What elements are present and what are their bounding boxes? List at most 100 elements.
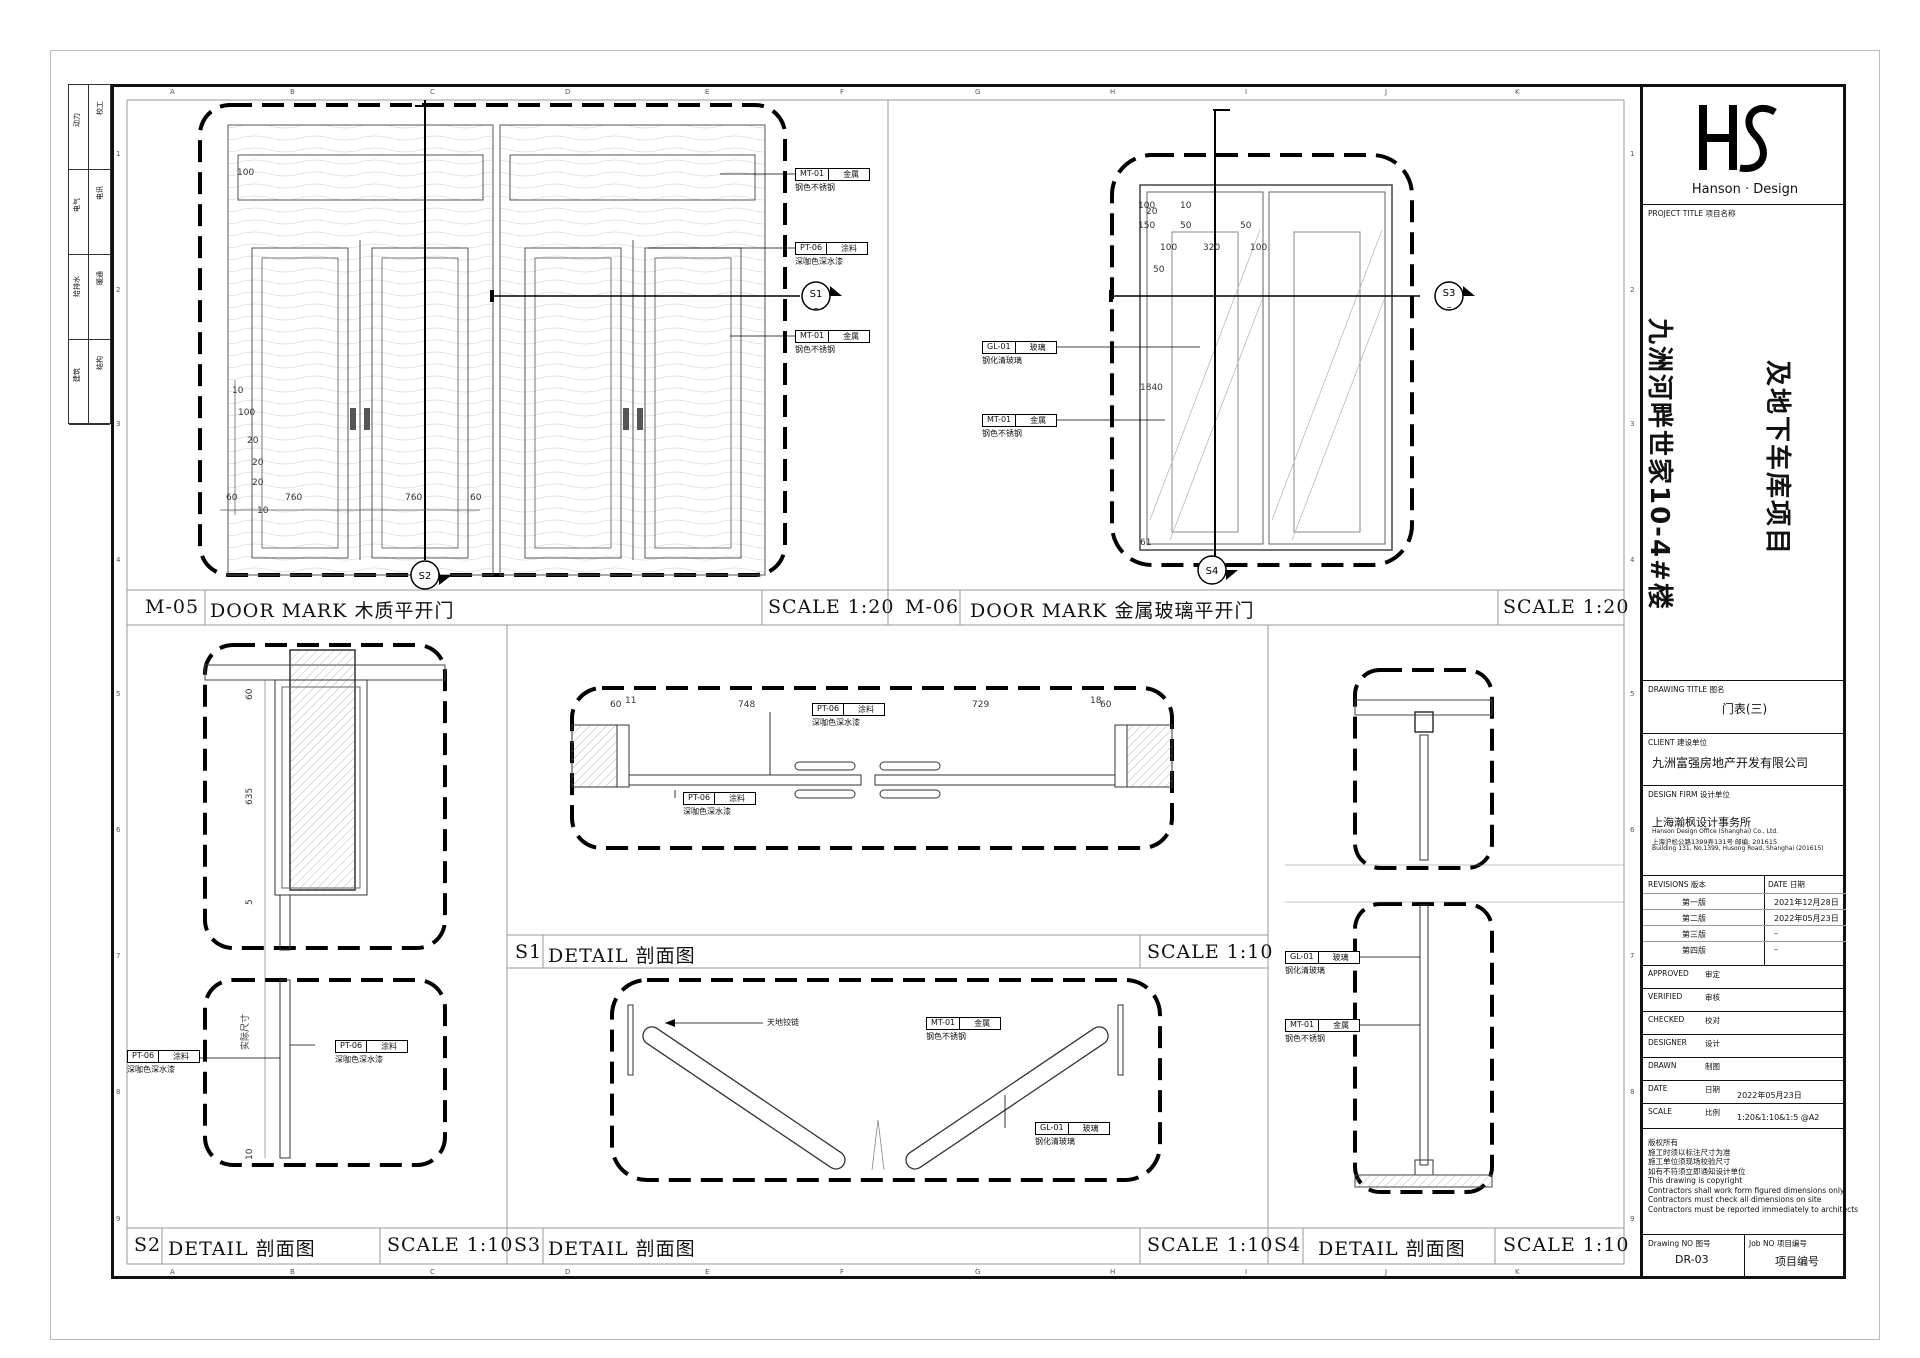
note-line: This drawing is copyright [1648,1176,1743,1185]
dim-text: 60 [470,493,482,503]
column-label: J [1385,88,1388,96]
row-label: 3 [116,420,121,428]
dim-text: 10 [232,386,244,396]
job-no: 项目编号 [1775,1255,1819,1268]
tag-description: 深咖色深水漆 [127,1065,175,1074]
s2-title: DETAIL 剖面图 [168,1238,316,1260]
dim-text: 20 [1146,207,1158,217]
tag-material: 涂料 [729,794,746,803]
s2-section [155,643,447,1167]
strip-row: 电气电讯 [69,170,110,255]
dim-text: 20 [252,458,264,468]
column-label: D [565,1268,571,1276]
row-label: 7 [116,952,121,960]
tag-description: 钢化清玻璃 [1035,1137,1075,1146]
revisions-label: REVISIONS 版本 [1648,880,1706,889]
note-line: 版权所有 [1648,1138,1678,1147]
project-name-line-1: 九洲河畔世家10-4#楼 [1644,318,1674,611]
tag-code: MT-01 [796,331,830,342]
section-mark-s4: S4 [1206,566,1219,577]
dim-text: 60 [226,493,238,503]
s4-title: DETAIL 剖面图 [1318,1238,1466,1260]
note-line: 如有不符须立即通知设计单位 [1648,1166,1746,1176]
note-line: 施工单位须现场校验尺寸 [1648,1157,1731,1166]
row-label: 1 [1630,150,1635,158]
column-label: I [1245,1268,1248,1276]
tag-description: 深咖色深水漆 [335,1055,383,1064]
column-label: H [1110,88,1116,96]
dim-text: 100 [1250,243,1267,253]
tag-description: 钢色不锈钢 [1285,1034,1325,1043]
column-label: B [290,1268,295,1276]
tag-material: 金属 [974,1019,991,1028]
m06-section-marks: S3 – S4 [1206,288,1456,577]
tag-material: 金属 [843,170,860,179]
signoff-label: SCALE [1648,1107,1673,1116]
firm-address-en: Building 131, No.1399, Husong Road, Shan… [1652,845,1824,852]
s3-title: DETAIL 剖面图 [548,1238,696,1260]
drawing-no-label: Drawing NO 图号 [1648,1239,1711,1248]
tag-material: 玻璃 [1082,1124,1099,1133]
dim-text: 50 [1180,221,1192,231]
strip-row: 建筑结构 [69,340,110,425]
m05-section-marks: S1 – S2 [419,289,823,582]
m05-door-elevation [198,100,800,590]
note-line: Contractors must check all dimensions on… [1648,1195,1822,1204]
dim-text: 20 [247,436,259,446]
signoff-label-cn: 制图 [1705,1062,1720,1071]
m06-code: M-06 [905,596,960,618]
tag-material: 涂料 [173,1052,190,1061]
s1-scale: SCALE 1:10 [1147,941,1274,963]
dim-text: 10 [1180,201,1192,211]
row-label: 5 [1630,690,1635,698]
dim-text: 20 [252,478,264,488]
signoff-label: DRAWN [1648,1061,1677,1070]
tag-material: 涂料 [841,244,858,253]
section-mark-s1: S1 [810,289,823,300]
tag-description: 深咖色深水漆 [683,807,731,816]
m06-door-elevation [1109,109,1420,585]
tag-code: MT-01 [927,1018,961,1029]
section-mark-dash: – [1447,302,1452,313]
tag-description: 钢化清玻璃 [982,356,1022,365]
row-label: 9 [116,1215,121,1223]
column-label: A [170,1268,175,1276]
s2-dimensions: 60 635 5 实际尺寸 10 [239,688,255,1160]
tag-code: MT-01 [796,169,830,180]
project-name-line-2: 及地下车库项目 [1762,360,1792,557]
strip-row: 给排水暖通 [69,255,110,340]
drawing-sheet [111,84,1846,1279]
signoff-label: APPROVED [1648,969,1689,978]
s1-title: DETAIL 剖面图 [548,945,696,967]
firm-address-cn: 上海沪松公路1399弄131号 邮编: 201615 [1652,838,1778,846]
left-strip: 动力校工电气电讯给排水暖通建筑结构 [68,84,111,425]
outer-frame [50,50,1880,1340]
firm-name-en: Hanson Design Office (Shanghai) Co., Ltd… [1652,828,1779,835]
dim-text: 18 [1090,696,1102,706]
m05-dimensions: 100 60 760 760 60 100 20 20 20 10 10 [226,168,482,516]
note-line: 施工时须以标注尺寸为准 [1648,1147,1731,1157]
s3-scale: SCALE 1:10 [1147,1234,1274,1256]
tag-description: 钢色不锈钢 [795,345,835,354]
signoff-label-cn: 设计 [1705,1039,1720,1048]
m06-title: DOOR MARK 金属玻璃平开门 [970,600,1255,622]
dim-text: 100 [1160,243,1177,253]
drawing-title: 门表(三) [1721,702,1768,716]
dim-text: 760 [405,493,422,503]
revision-name: 第二版 [1682,914,1706,923]
column-label: H [1110,1268,1116,1276]
client-label: CLIENT 建设单位 [1648,738,1707,747]
signoff-label: DESIGNER [1648,1038,1687,1047]
tag-code: PT-06 [128,1051,160,1062]
dim-text: 5 [245,899,255,905]
tag-description: 深咖色深水漆 [812,718,860,727]
dim-text: 50 [1240,221,1252,231]
row-label: 8 [116,1088,121,1096]
dim-text: 60 [1100,700,1112,710]
